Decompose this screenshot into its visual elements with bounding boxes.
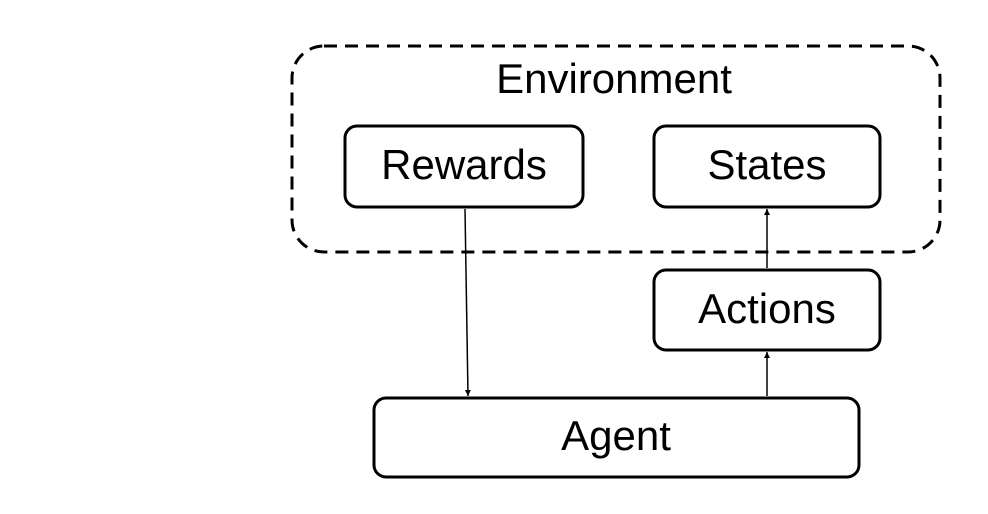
rewards-node: Rewards [343, 124, 585, 209]
actions-box [652, 268, 882, 352]
environment-group: Environment [290, 44, 942, 254]
actions-node: Actions [652, 268, 882, 352]
agent-node: Agent [372, 396, 861, 479]
states-node: States [652, 124, 882, 209]
arrow-rewards-to-agent [464, 208, 471, 397]
states-box [652, 124, 882, 209]
environment-label: Environment [496, 55, 732, 102]
agent-label: Agent [561, 412, 671, 459]
rewards-box [343, 124, 585, 209]
rewards-label: Rewards [381, 141, 547, 188]
actions-label: Actions [698, 285, 836, 332]
environment-box [290, 44, 942, 254]
states-label: States [707, 141, 826, 188]
agent-box [372, 396, 861, 479]
